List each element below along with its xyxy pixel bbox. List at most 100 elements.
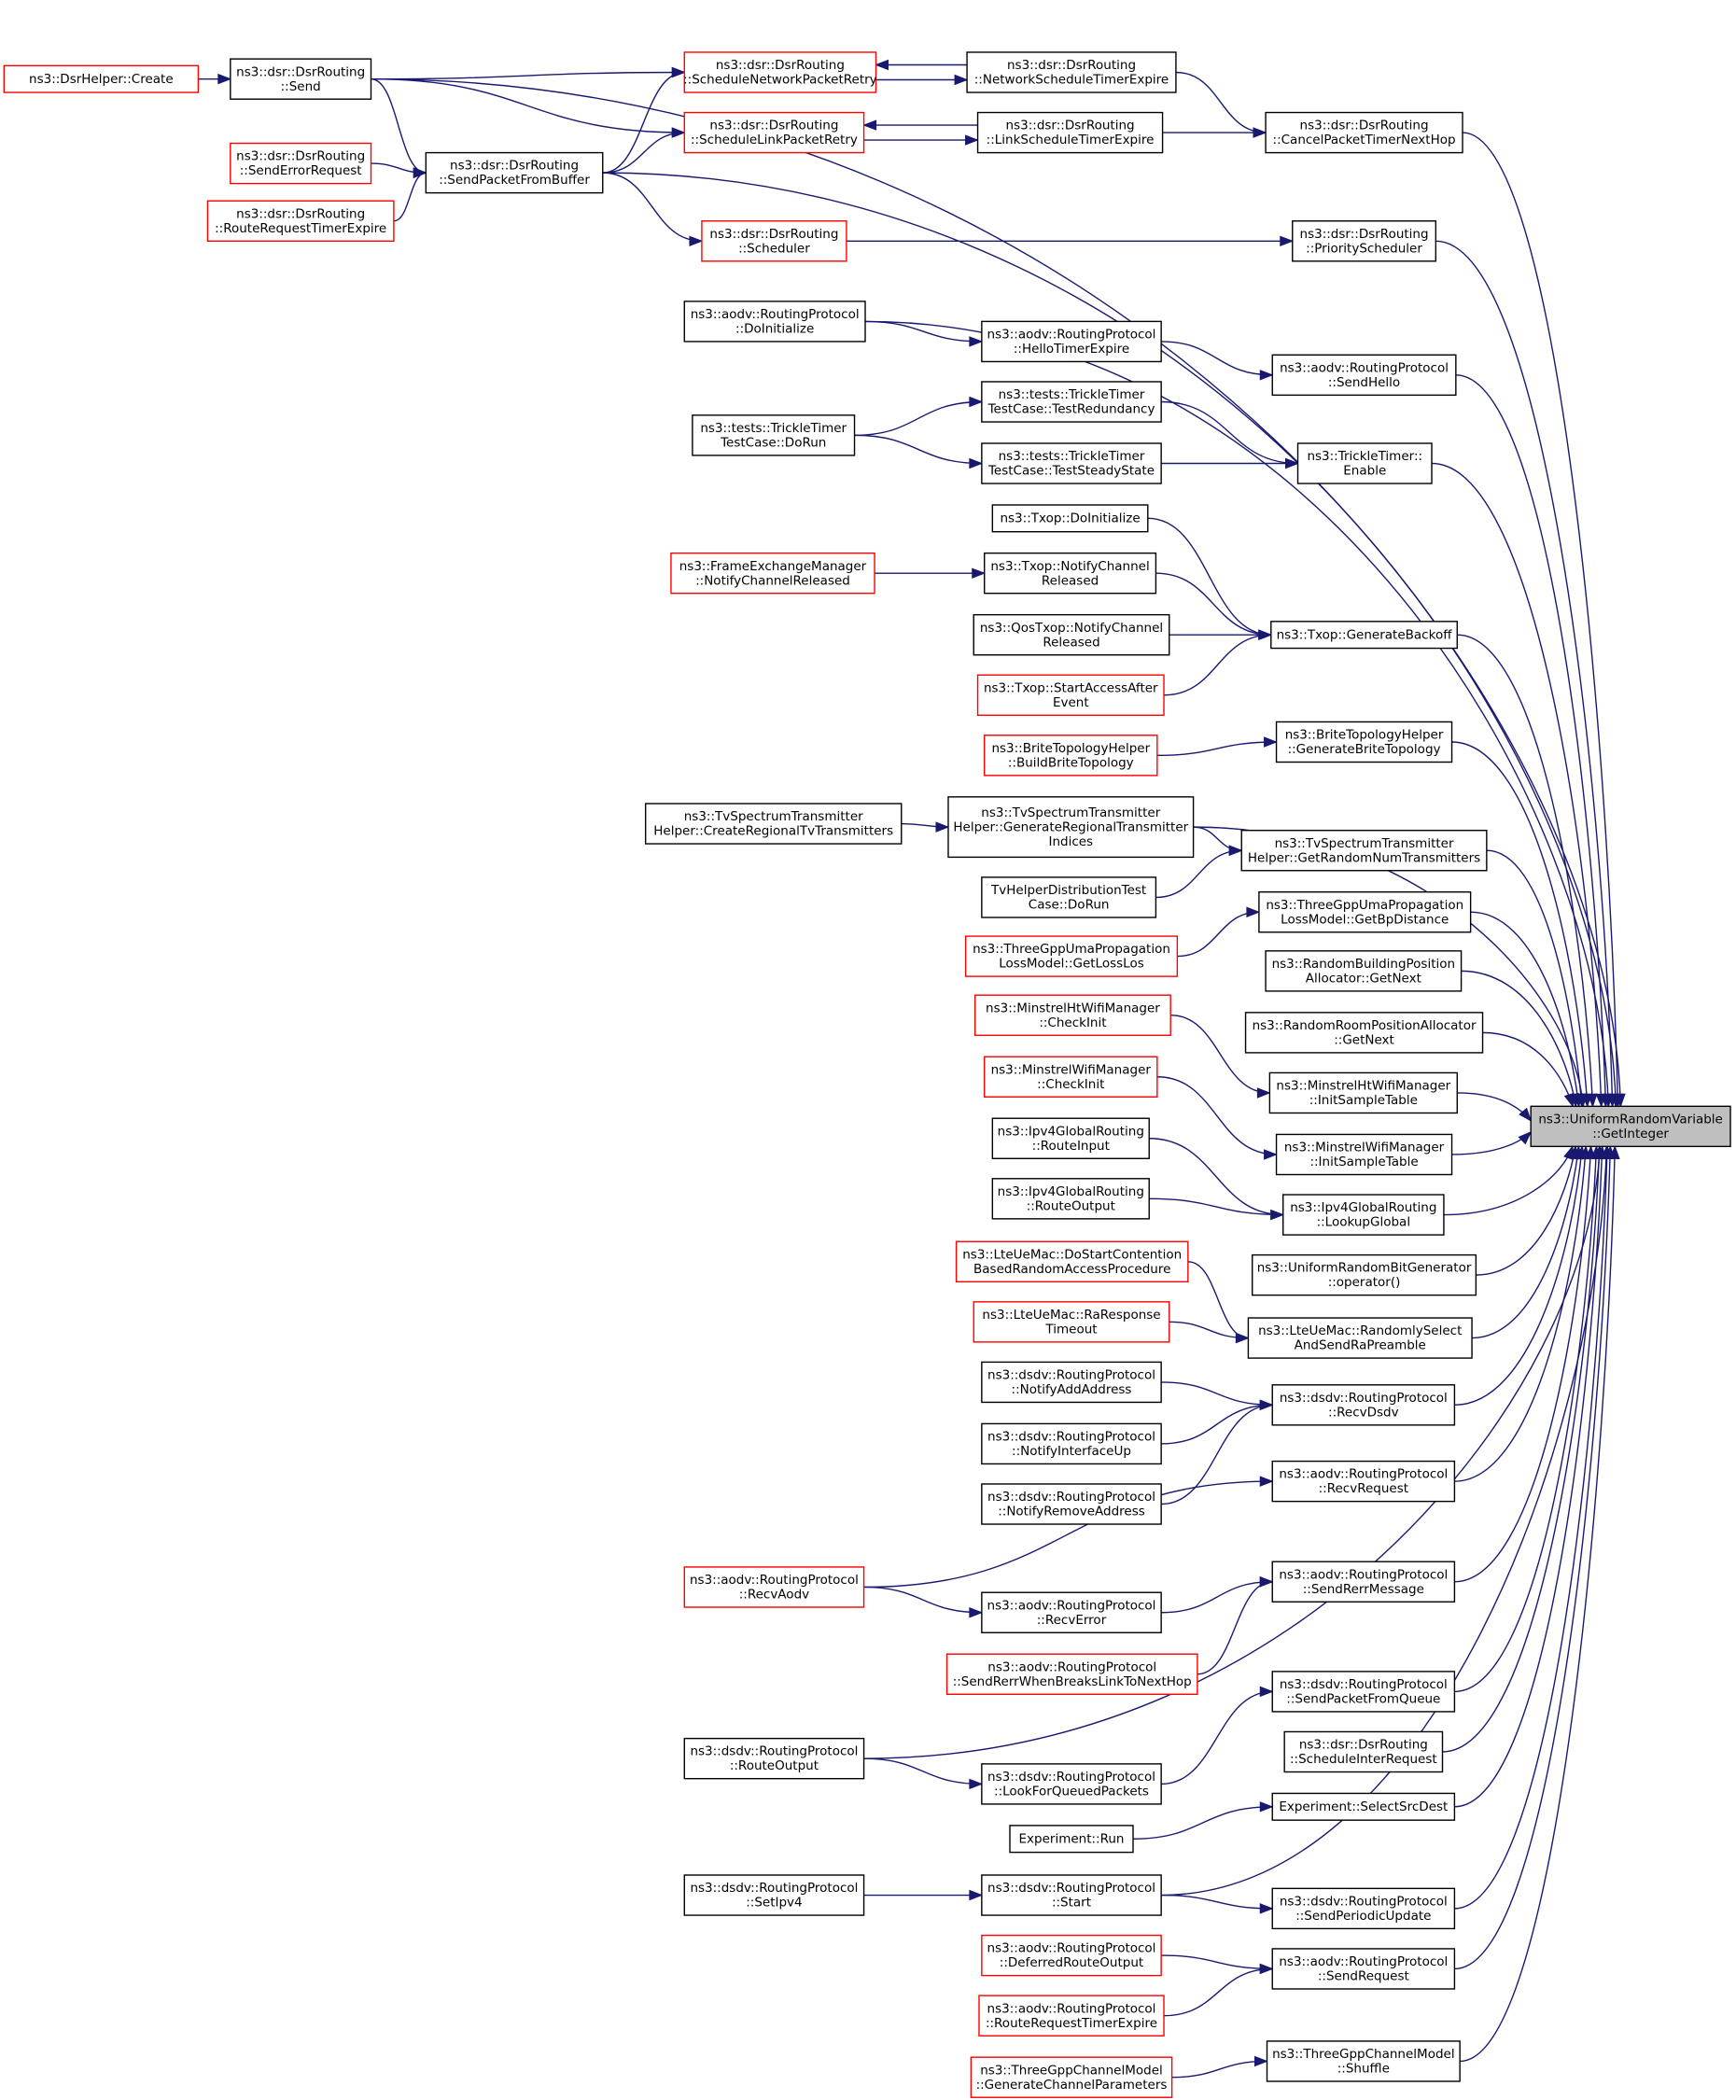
node-box[interactable] — [981, 1483, 1162, 1525]
node-trickle-teststeadystate[interactable]: ns3::tests::TrickleTimerTestCase::TestSt… — [981, 442, 1162, 484]
node-box[interactable] — [1271, 1384, 1456, 1426]
node-box[interactable] — [970, 2056, 1173, 2098]
node-box[interactable] — [701, 220, 847, 262]
node-tv-getrandomnumtransmitters[interactable]: ns3::TvSpectrumTransmitterHelper::GetRan… — [1240, 830, 1488, 872]
node-aodv-recverror[interactable]: ns3::aodv::RoutingProtocol::RecvError — [981, 1591, 1162, 1633]
node-box[interactable] — [981, 1874, 1162, 1916]
node-aodv-sendrerrmessage[interactable]: ns3::aodv::RoutingProtocol::SendRerrMess… — [1271, 1561, 1456, 1603]
node-aodv-recvrequest[interactable]: ns3::aodv::RoutingProtocol::RecvRequest — [1271, 1460, 1456, 1503]
node-box[interactable] — [964, 935, 1179, 977]
node-box[interactable] — [1244, 1012, 1484, 1054]
node-box[interactable] — [1275, 1133, 1453, 1176]
node-box[interactable] — [1270, 621, 1458, 650]
node-ipv4gr-routeinput[interactable]: ns3::Ipv4GlobalRouting::RouteInput — [991, 1117, 1150, 1159]
node-box[interactable] — [978, 1995, 1165, 2037]
node-box[interactable] — [1268, 1071, 1458, 1114]
node-box[interactable] — [955, 1240, 1189, 1282]
node-box[interactable] — [991, 1117, 1150, 1159]
node-minstrelht-checkinit[interactable]: ns3::MinstrelHtWifiManager::CheckInit — [973, 994, 1171, 1036]
node-aodv-hellotimerexpire[interactable]: ns3::aodv::RoutingProtocol::HelloTimerEx… — [981, 320, 1162, 363]
node-box[interactable] — [1265, 111, 1463, 154]
node-box[interactable] — [976, 674, 1165, 716]
node-dsr-senderrorrequest[interactable]: ns3::dsr::DsrRouting::SendErrorRequest — [230, 142, 372, 185]
node-txop-notifychannelreleased[interactable]: ns3::Txop::NotifyChannelReleased — [984, 552, 1157, 595]
node-dsr-send[interactable]: ns3::dsr::DsrRouting::Send — [230, 58, 372, 100]
node-dsr-cancelpackettimernexthop[interactable]: ns3::dsr::DsrRouting::CancelPacketTimerN… — [1265, 111, 1463, 154]
node-box[interactable] — [683, 301, 866, 343]
node-box[interactable] — [425, 151, 604, 194]
node-tv-createregionaltvtransmitters[interactable]: ns3::TvSpectrumTransmitterHelper::Create… — [644, 803, 903, 845]
node-getinteger[interactable]: ns3::UniformRandomVariable::GetInteger — [1530, 1105, 1731, 1148]
node-threegppuma-getlosslos[interactable]: ns3::ThreeGppUmaPropagationLossModel::Ge… — [964, 935, 1179, 977]
node-box[interactable] — [692, 414, 856, 456]
node-ipv4gr-routeoutput[interactable]: ns3::Ipv4GlobalRouting::RouteOutput — [991, 1178, 1150, 1220]
node-box[interactable] — [683, 111, 865, 154]
node-lte-dostartcontention[interactable]: ns3::LteUeMac::DoStartContentionBasedRan… — [955, 1240, 1189, 1282]
node-box[interactable] — [1271, 1671, 1456, 1713]
node-box[interactable] — [981, 1591, 1162, 1633]
node-dsdv-setipv4[interactable]: ns3::dsdv::RoutingProtocol::SetIpv4 — [683, 1874, 865, 1916]
node-experiment-selectsrcdest[interactable]: Experiment::SelectSrcDest — [1271, 1792, 1456, 1821]
node-box[interactable] — [683, 1566, 865, 1608]
node-dsrhelper-create[interactable]: ns3::DsrHelper::Create — [3, 64, 200, 93]
node-aodv-recvaodv[interactable]: ns3::aodv::RoutingProtocol::RecvAodv — [683, 1566, 865, 1608]
node-threegppchannel-generatechannelparameters[interactable]: ns3::ThreeGppChannelModel::GenerateChann… — [970, 2056, 1173, 2098]
node-dsdv-start[interactable]: ns3::dsdv::RoutingProtocol::Start — [981, 1874, 1162, 1916]
node-box[interactable] — [981, 442, 1162, 484]
node-dsr-linkscheduletimerexpire[interactable]: ns3::dsr::DsrRouting::LinkScheduleTimerE… — [976, 111, 1164, 154]
node-brite-buildbritetopology[interactable]: ns3::BriteTopologyHelper::BuildBriteTopo… — [984, 735, 1158, 777]
node-box[interactable] — [1247, 1317, 1473, 1359]
node-fem-notifychannelreleased[interactable]: ns3::FrameExchangeManager::NotifyChannel… — [670, 552, 875, 595]
node-aodv-sendhello[interactable]: ns3::aodv::RoutingProtocol::SendHello — [1271, 354, 1457, 397]
node-box[interactable] — [981, 1763, 1162, 1805]
node-box[interactable] — [981, 1934, 1162, 1977]
node-box[interactable] — [981, 1422, 1162, 1465]
node-box[interactable] — [976, 111, 1164, 154]
node-box[interactable] — [230, 142, 372, 185]
node-box[interactable] — [981, 381, 1162, 423]
node-dsr-scheduleinterrequest[interactable]: ns3::dsr::DsrRouting::ScheduleInterReque… — [1283, 1730, 1444, 1773]
node-box[interactable] — [206, 200, 395, 242]
node-box[interactable] — [683, 1874, 865, 1916]
node-box[interactable] — [1009, 1825, 1134, 1854]
node-dsr-networkscheduletimerexpire[interactable]: ns3::dsr::DsrRouting::NetworkScheduleTim… — [966, 51, 1177, 93]
node-trickle-testredundancy[interactable]: ns3::tests::TrickleTimerTestCase::TestRe… — [981, 381, 1162, 423]
node-aodv-doinitialize[interactable]: ns3::aodv::RoutingProtocol::DoInitialize — [683, 301, 866, 343]
node-minstrel-initsampletable[interactable]: ns3::MinstrelWifiManager::InitSampleTabl… — [1275, 1133, 1453, 1176]
node-box[interactable] — [1271, 1460, 1456, 1503]
node-box[interactable] — [1258, 891, 1472, 933]
node-dsr-sendpacketfrombuffer[interactable]: ns3::dsr::DsrRouting::SendPacketFromBuff… — [425, 151, 604, 194]
node-box[interactable] — [1271, 1561, 1456, 1603]
node-box[interactable] — [973, 994, 1171, 1036]
node-dsdv-lookforqueuedpackets[interactable]: ns3::dsdv::RoutingProtocol::LookForQueue… — [981, 1763, 1162, 1805]
node-box[interactable] — [670, 552, 875, 595]
node-box[interactable] — [1282, 1194, 1445, 1236]
node-box[interactable] — [1283, 1730, 1444, 1773]
node-dsdv-recvdsdv[interactable]: ns3::dsdv::RoutingProtocol::RecvDsdv — [1271, 1384, 1456, 1426]
node-box[interactable] — [966, 51, 1177, 93]
node-box[interactable] — [1271, 1792, 1456, 1821]
node-urbg-operator[interactable]: ns3::UniformRandomBitGenerator::operator… — [1252, 1253, 1477, 1296]
node-box[interactable] — [1265, 950, 1463, 992]
node-box[interactable] — [945, 1653, 1198, 1695]
node-box[interactable] — [973, 613, 1170, 656]
node-box[interactable] — [1266, 2040, 1461, 2082]
node-box[interactable] — [1252, 1253, 1477, 1296]
node-box[interactable] — [1296, 442, 1433, 484]
node-box[interactable] — [973, 1301, 1170, 1343]
node-brite-generatebritetopology[interactable]: ns3::BriteTopologyHelper::GenerateBriteT… — [1275, 721, 1453, 763]
node-box[interactable] — [947, 796, 1195, 859]
node-dsr-schedulenetworkpacketretry[interactable]: ns3::dsr::DsrRouting::ScheduleNetworkPac… — [683, 51, 877, 93]
node-box[interactable] — [984, 552, 1157, 595]
node-box[interactable] — [984, 1056, 1158, 1098]
node-box[interactable] — [683, 51, 877, 93]
node-dsdv-notifyremoveaddress[interactable]: ns3::dsdv::RoutingProtocol::NotifyRemove… — [981, 1483, 1162, 1525]
node-aodv-deferredrouteoutput[interactable]: ns3::aodv::RoutingProtocol::DeferredRout… — [981, 1934, 1162, 1977]
node-dsdv-notifyinterfaceup[interactable]: ns3::dsdv::RoutingProtocol::NotifyInterf… — [981, 1422, 1162, 1465]
node-txop-generatebackoff[interactable]: ns3::Txop::GenerateBackoff — [1270, 621, 1458, 650]
node-box[interactable] — [981, 1361, 1162, 1404]
